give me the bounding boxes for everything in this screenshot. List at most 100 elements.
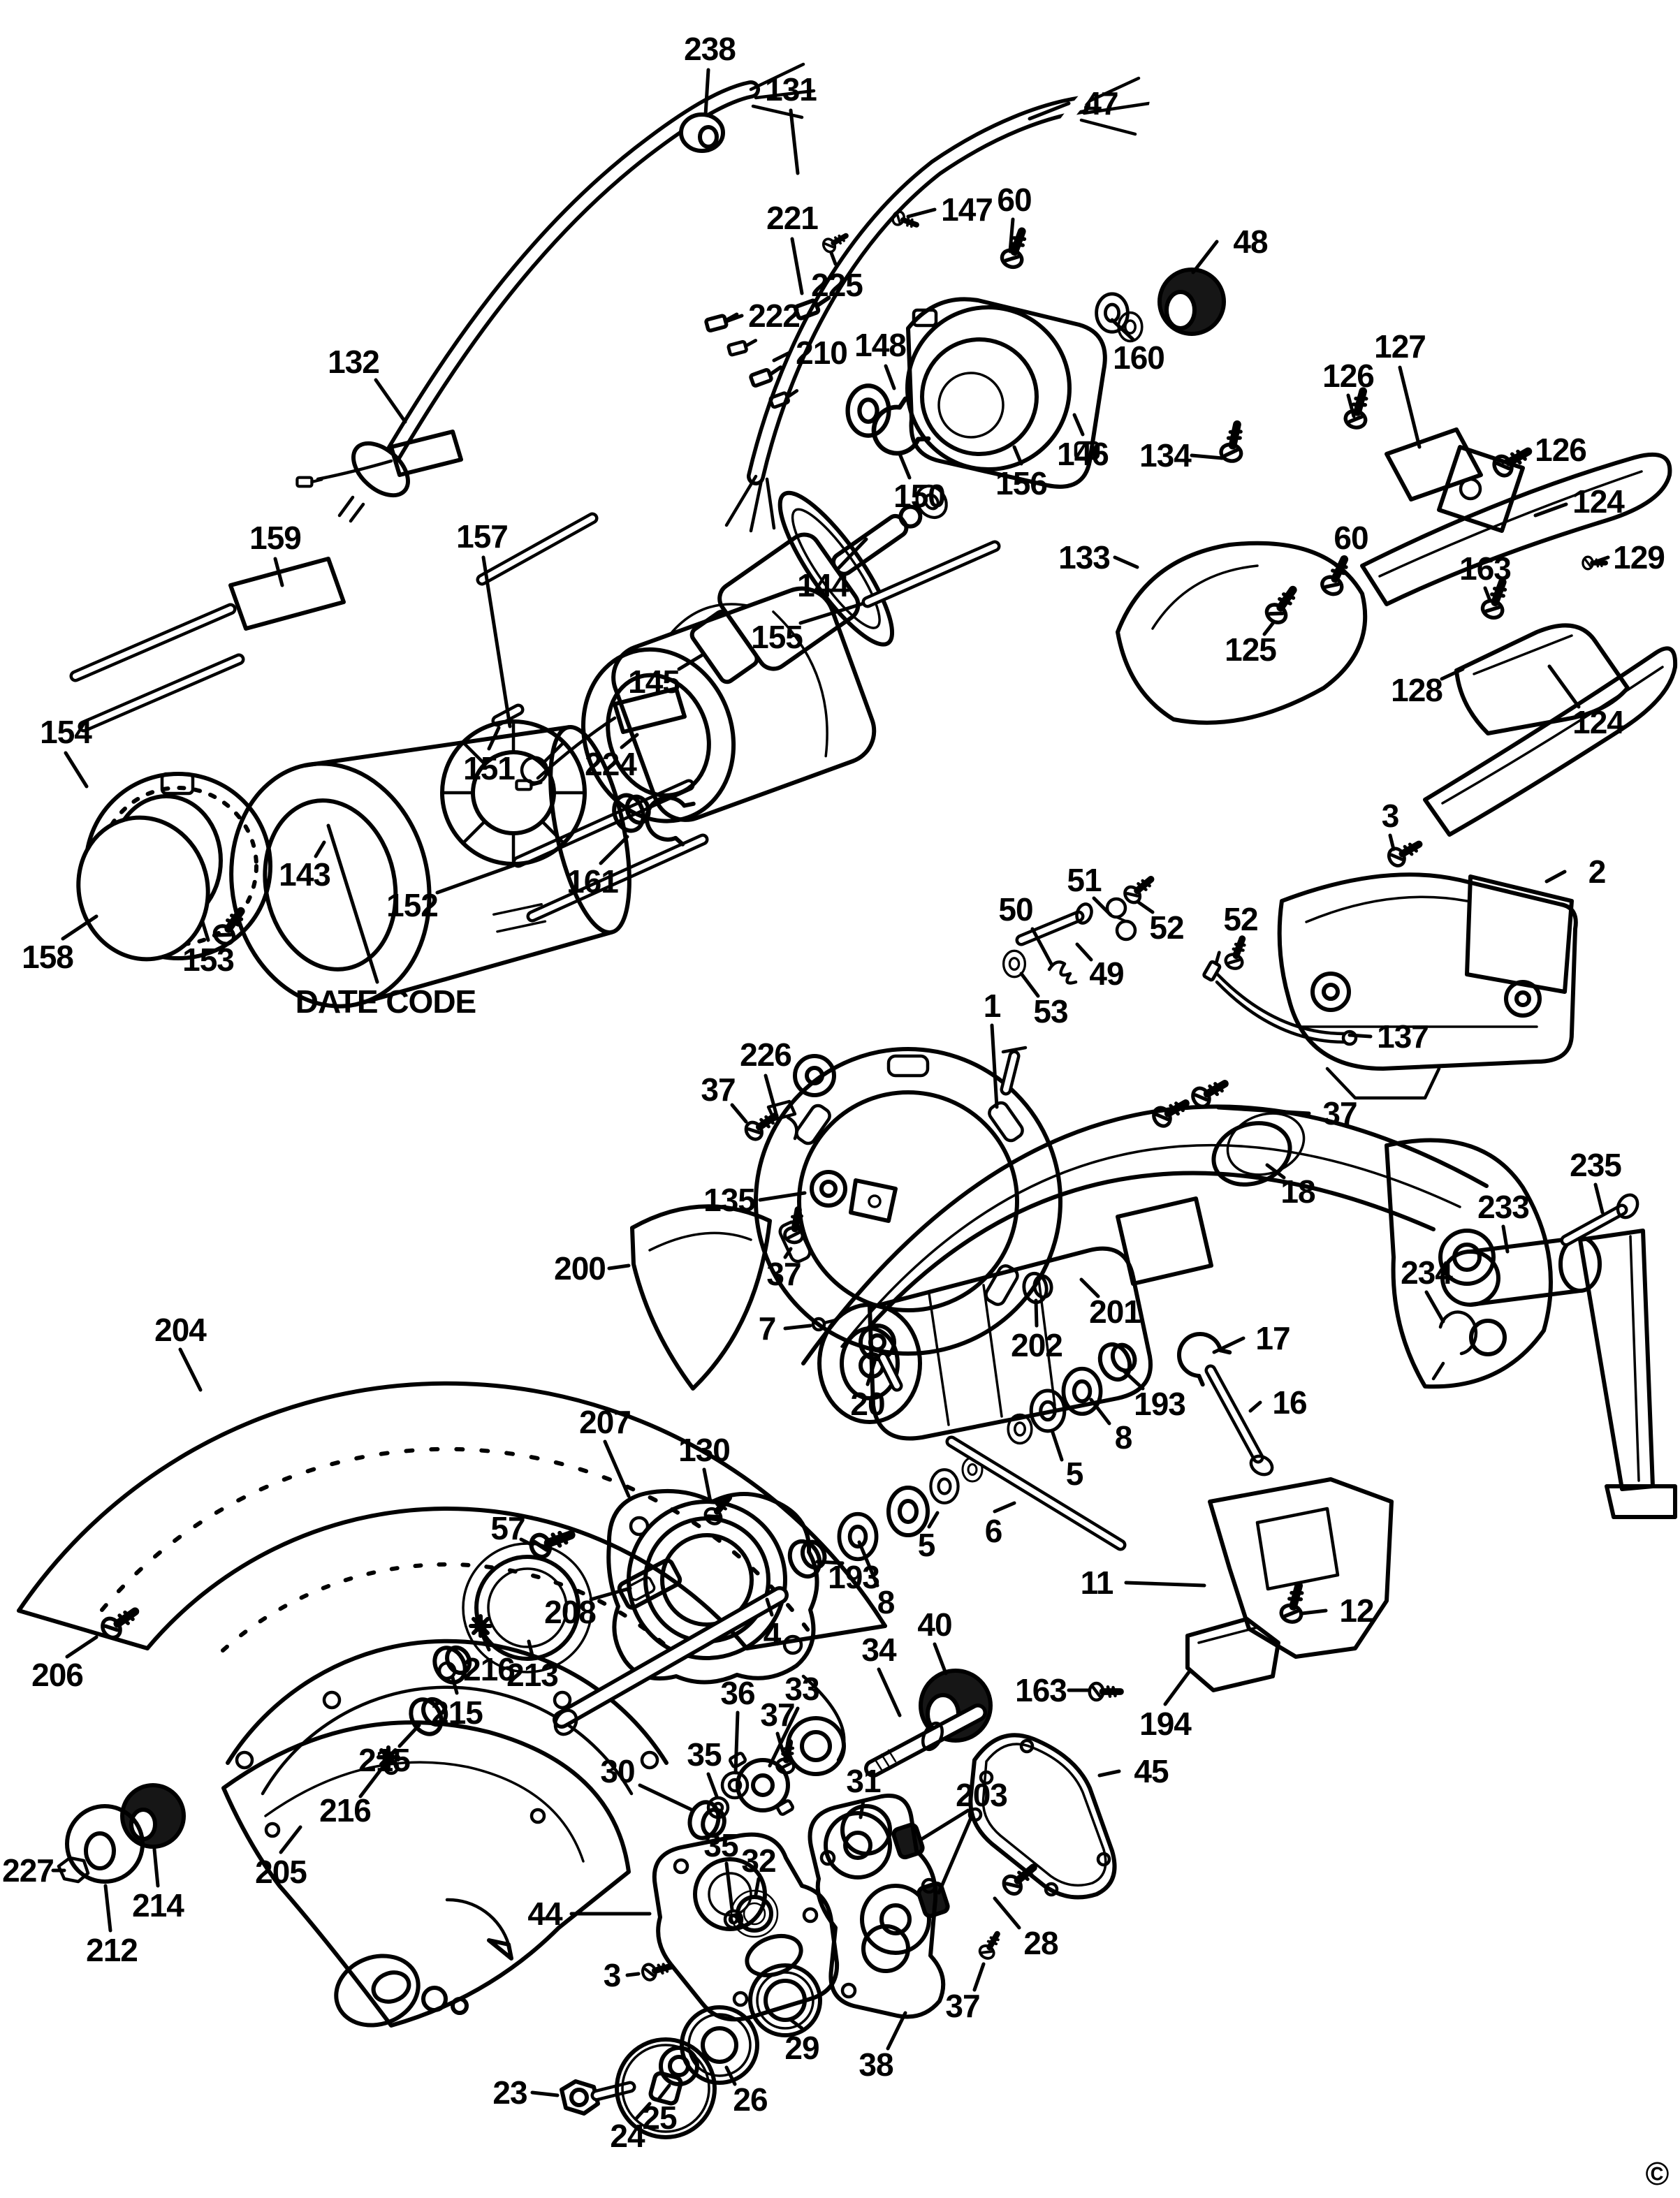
leader-line [603,1439,631,1498]
leader-line [815,1560,845,1565]
part-callout-35: 35 [703,1827,738,1863]
leader-line [1300,1609,1328,1615]
part-callout-134: 134 [1139,437,1192,474]
leader-line [620,733,639,749]
part-callout-200: 200 [554,1250,606,1287]
part-callout-144: 144 [797,567,849,603]
part-callout-47: 47 [1083,85,1118,122]
part-callout-51: 51 [1067,862,1102,898]
leader-line [634,2102,652,2120]
part-callout-129: 129 [1613,539,1665,576]
leader-line [1592,555,1610,564]
leader-line [1212,1336,1246,1354]
leader-line [927,1511,940,1529]
leader-line [607,1263,631,1270]
leader-line [1190,453,1225,460]
leader-line [765,1597,774,1617]
cord-grommet-part [679,112,725,153]
leader-line [1097,1769,1121,1778]
part-callout-31: 31 [846,1763,881,1799]
leader-line [884,364,896,390]
leader-line [1265,1163,1286,1180]
leader-line [775,1731,786,1757]
part-callout-193: 193 [1134,1386,1185,1422]
part-callout-212: 212 [86,1932,138,1968]
leader-line [65,1635,98,1659]
part-callout-150: 150 [893,478,945,514]
part-callout-33: 33 [784,1671,819,1707]
leader-line [625,1972,641,1977]
leader-line [993,1501,1016,1514]
part-callout-148: 148 [854,327,906,363]
leader-line [772,351,791,362]
part-callout-222: 222 [748,298,800,334]
part-callout-37: 37 [701,1071,735,1108]
leader-line [1050,1428,1064,1462]
leader-line [993,1896,1021,1930]
leader-line [1028,101,1071,121]
detent-link-parts [1002,873,1250,985]
leader-line [1163,1670,1191,1706]
part-callout-53: 53 [1033,993,1067,1030]
leader-line [1424,1290,1445,1324]
part-callout-40: 40 [917,1606,951,1643]
part-callout-132: 132 [328,344,379,380]
leader-line [314,840,326,858]
leader-line [898,452,912,480]
part-callout-202: 202 [1011,1327,1062,1363]
part-callout-131: 131 [765,71,817,108]
part-callout-153: 153 [182,942,234,978]
leader-line [1075,942,1093,962]
part-callout-29: 29 [784,2030,819,2066]
leader-line [1233,937,1243,955]
leader-line [857,1540,879,1588]
part-callout-12: 12 [1339,1592,1373,1629]
leader-line [374,378,407,424]
leader-line [886,2011,907,2051]
part-callout-44: 44 [527,1896,563,1932]
part-callout-23: 23 [492,2074,527,2111]
leader-line [326,823,379,984]
part-callout-37: 37 [945,1988,979,2024]
part-callout-128: 128 [1391,672,1442,708]
part-callout-135: 135 [703,1182,755,1218]
gear-plate-parts [641,1794,946,2037]
leader-line [527,1639,534,1657]
part-callout-24: 24 [610,2118,645,2154]
leader-line [599,835,629,865]
part-callout-233: 233 [1477,1189,1529,1225]
end-cover-part [76,815,249,962]
gear-case-cover-part [528,1491,819,1685]
leader-line [906,207,937,219]
part-callout-225: 225 [811,267,863,303]
part-callout-36: 36 [720,1675,754,1711]
part-callout-3: 3 [1382,798,1399,834]
part-callout-8: 8 [877,1584,895,1620]
field-stator-part [581,586,877,823]
leader-line [530,2090,560,2097]
part-callout-124: 124 [1572,704,1625,740]
nameplate-part [228,557,346,631]
part-callout-45: 45 [1134,1753,1169,1789]
part-callout-194: 194 [1139,1706,1192,1742]
part-callout-215: 215 [431,1694,483,1731]
part-callout-227: 227 [2,1852,54,1889]
leader-line [835,537,868,572]
part-callout-6: 6 [985,1513,1002,1549]
part-callout-137: 137 [1377,1018,1429,1055]
leader-line [1501,1224,1510,1254]
leader-line [990,1023,999,1109]
key-and-shaft-parts [553,1435,1127,1736]
part-callout-160: 160 [1113,339,1164,376]
leader-line [1079,1277,1100,1298]
motor-pulley-part [1157,268,1226,336]
leader-line [1483,586,1492,603]
leader-line [790,237,804,295]
blade-bolt-parts [560,2005,759,2139]
leader-line [859,1798,865,1819]
leader-line [1092,896,1113,917]
part-callout-126: 126 [1322,358,1374,394]
leader-line [279,1825,302,1854]
